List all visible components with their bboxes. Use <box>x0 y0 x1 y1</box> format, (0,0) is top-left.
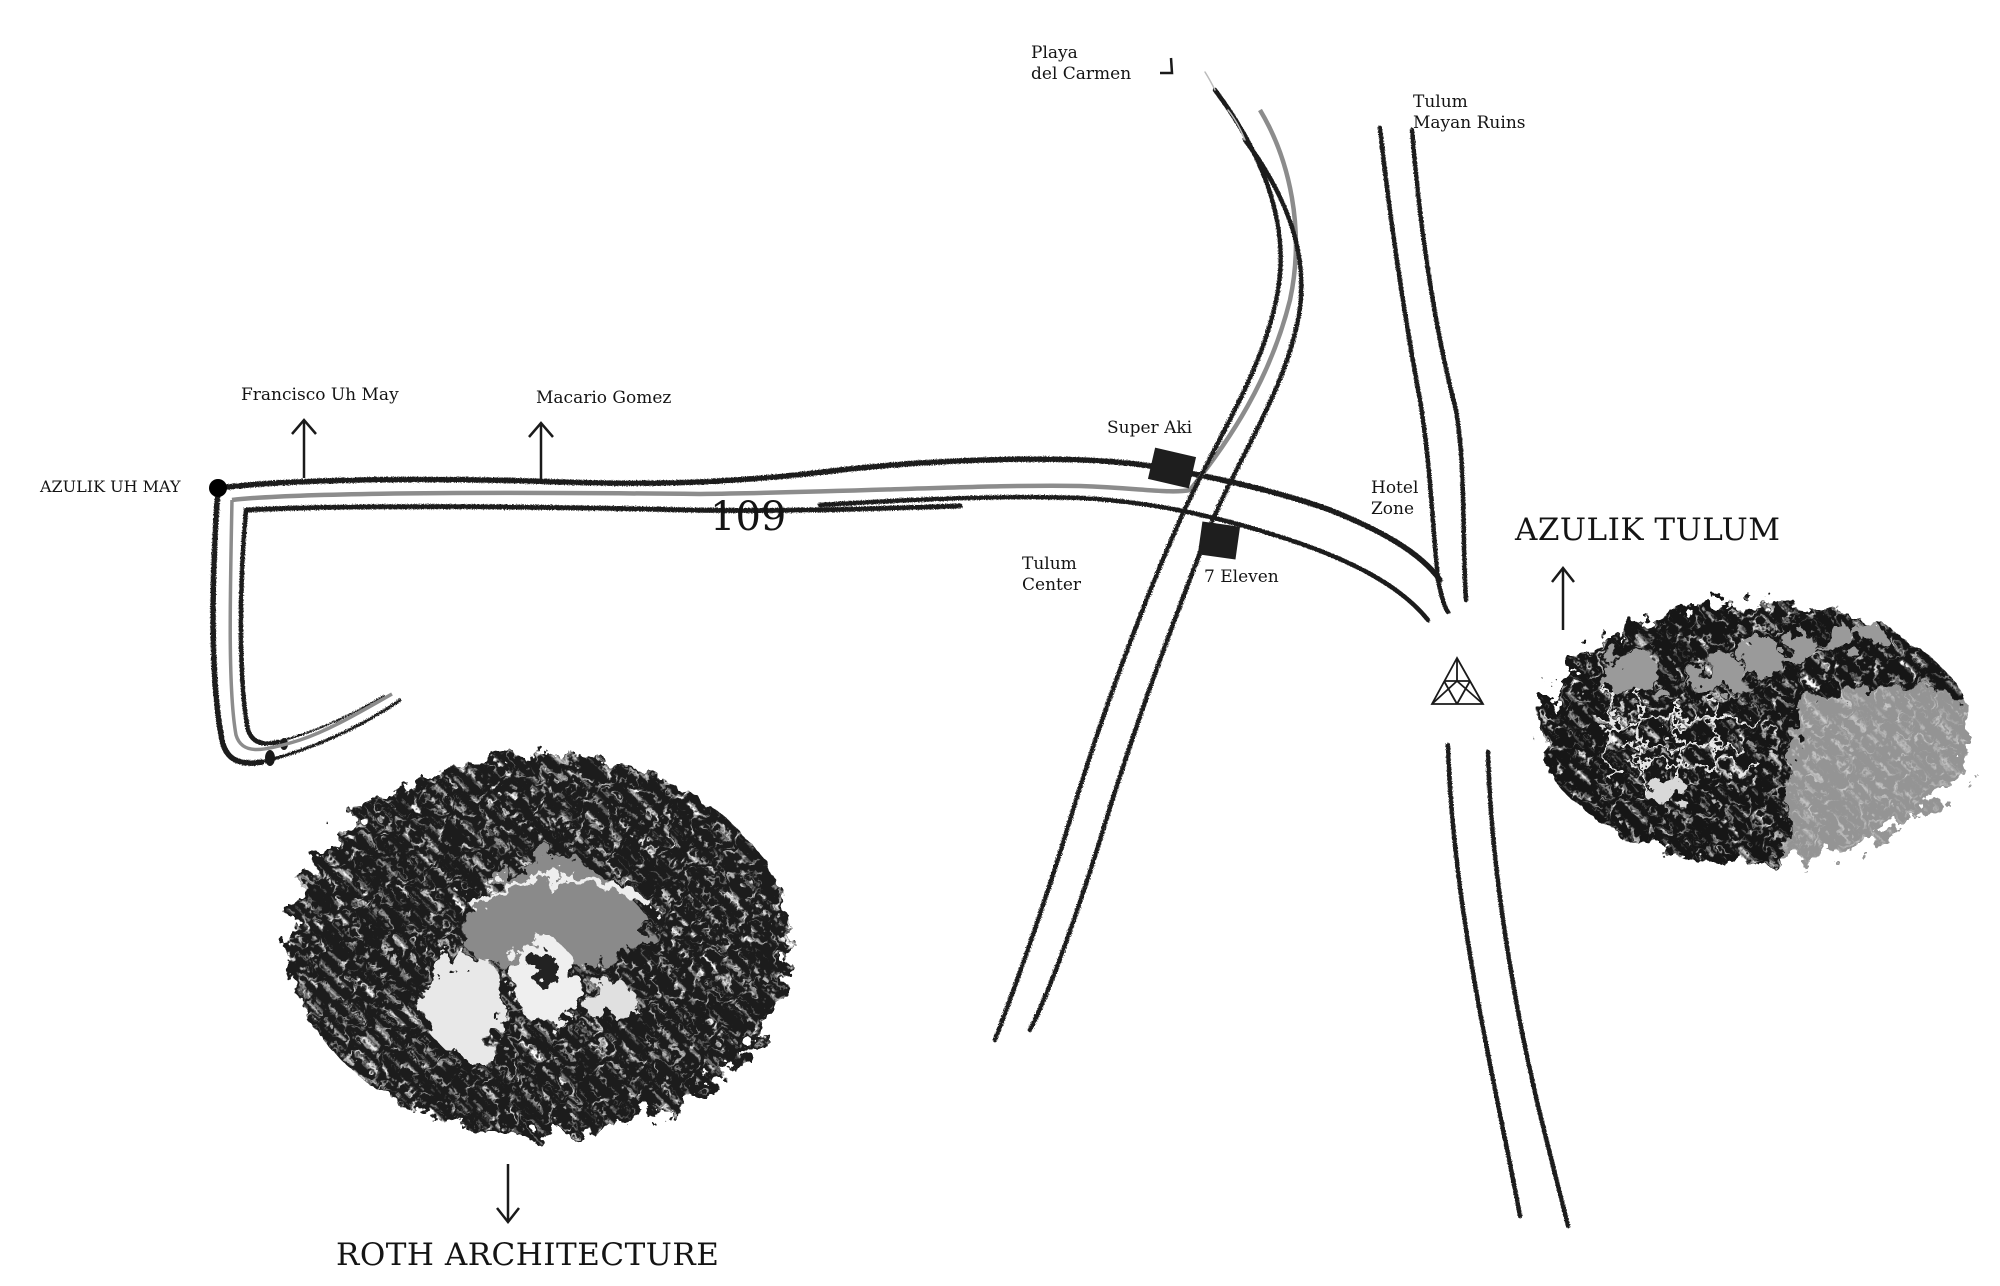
label-tulum-mayan-ruins-line1: Tulum <box>1413 92 1468 112</box>
label-tulum-mayan-ruins: Tulum Mayan Ruins <box>1413 92 1526 135</box>
triangle-logo-icon <box>1430 656 1485 705</box>
label-playa-del-carmen: Playa del Carmen <box>1031 43 1131 86</box>
label-tulum-center: Tulum Center <box>1022 554 1081 597</box>
aerial-photo-uh-may <box>290 755 790 1135</box>
azulik-uh-may-marker <box>209 479 227 497</box>
route-highlight-main <box>231 108 1299 503</box>
label-tulum-center-line1: Tulum <box>1022 554 1077 574</box>
label-playa-del-carmen-line1: Playa <box>1031 43 1078 63</box>
label-francisco-uh-may: Francisco Uh May <box>241 385 399 405</box>
label-hotel-zone-line2: Zone <box>1371 499 1415 520</box>
label-super-aki: Super Aki <box>1107 418 1193 438</box>
label-azulik-uh-may: AZULIK UH MAY <box>40 477 181 496</box>
label-hotel-zone-line1: Hotel <box>1371 478 1419 498</box>
label-roth-architecture: ROTH ARCHITECTURE <box>336 1237 720 1273</box>
super-aki-building <box>1147 447 1197 489</box>
arrow-up-macario-icon <box>528 421 554 482</box>
label-azulik-tulum: AZULIK TULUM <box>1515 512 1781 548</box>
label-route-109: 109 <box>710 494 787 540</box>
label-playa-del-carmen-line2: del Carmen <box>1031 64 1132 85</box>
aerial-photo-tulum <box>1540 602 1970 862</box>
arrow-up-azulik-tulum-icon <box>1551 565 1575 630</box>
road-109 <box>210 456 1443 766</box>
label-tulum-center-line2: Center <box>1022 575 1082 596</box>
seven-eleven-building <box>1197 521 1241 560</box>
coastal-road <box>1377 125 1571 1229</box>
direction-corner-icon <box>1160 57 1174 75</box>
label-macario-gomez: Macario Gomez <box>536 388 672 408</box>
label-tulum-mayan-ruins-line2: Mayan Ruins <box>1413 113 1526 134</box>
label-7-eleven: 7 Eleven <box>1204 567 1279 587</box>
arrow-up-francisco-icon <box>291 418 317 478</box>
arrow-down-roth-icon <box>496 1164 520 1225</box>
route-highlight <box>228 499 393 752</box>
label-hotel-zone: Hotel Zone <box>1371 478 1418 521</box>
